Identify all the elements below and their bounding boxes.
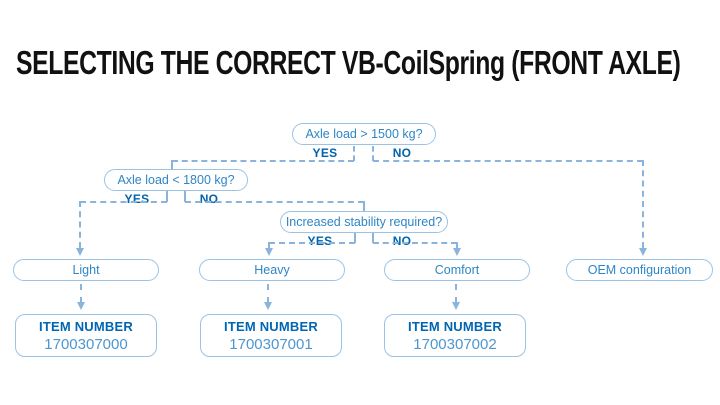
connector-d3-yes-stub xyxy=(354,233,356,243)
connector-d3-yes-horizontal xyxy=(269,242,355,244)
decision1-no-label: NO xyxy=(392,146,412,160)
item-number-label: ITEM NUMBER xyxy=(408,318,502,334)
connector-d2-no-horizontal xyxy=(185,201,364,203)
item-number-value: 1700307001 xyxy=(229,335,313,353)
connector-d2-yes-stub xyxy=(166,191,168,202)
result-light: Light xyxy=(13,259,159,281)
connector-heavy-to-item xyxy=(267,284,269,303)
result-comfort: Comfort xyxy=(384,259,530,281)
connector-d1-yes-stub xyxy=(353,146,355,161)
connector-light-to-item xyxy=(80,284,82,303)
connector-d3-to-heavy xyxy=(268,242,270,249)
connector-d1-no-horizontal xyxy=(373,160,643,162)
connector-comfort-to-item xyxy=(455,284,457,303)
connector-d3-no-stub xyxy=(372,233,374,243)
item-number-box-heavy: ITEM NUMBER 1700307001 xyxy=(200,314,342,357)
item-number-box-light: ITEM NUMBER 1700307000 xyxy=(15,314,157,357)
decision3-yes-label: YES xyxy=(307,234,333,248)
connector-d2-to-d3 xyxy=(363,201,365,211)
item-number-label: ITEM NUMBER xyxy=(224,318,318,334)
decision-axle-load-1500: Axle load > 1500 kg? xyxy=(292,123,436,145)
arrow-down-icon xyxy=(453,248,461,256)
item-number-label: ITEM NUMBER xyxy=(39,318,133,334)
arrow-down-icon xyxy=(265,248,273,256)
result-heavy: Heavy xyxy=(199,259,345,281)
item-number-value: 1700307002 xyxy=(413,335,497,353)
arrow-down-icon xyxy=(264,302,272,310)
item-number-value: 1700307000 xyxy=(44,335,128,353)
connector-d1-no-stub xyxy=(372,146,374,161)
connector-d2-to-light xyxy=(79,201,81,248)
connector-d2-yes-horizontal xyxy=(80,201,167,203)
decision2-yes-label: YES xyxy=(124,192,150,206)
connector-d2-no-stub xyxy=(184,191,186,202)
decision1-yes-label: YES xyxy=(312,146,338,160)
arrow-down-icon xyxy=(452,302,460,310)
decision-axle-load-1800: Axle load < 1800 kg? xyxy=(104,169,248,191)
arrow-down-icon xyxy=(76,248,84,256)
decision2-no-label: NO xyxy=(199,192,219,206)
connector-d3-no-horizontal xyxy=(373,242,457,244)
connector-d1-to-oem xyxy=(642,160,644,248)
arrow-down-icon xyxy=(77,302,85,310)
arrow-down-icon xyxy=(639,248,647,256)
result-oem-configuration: OEM configuration xyxy=(566,259,713,281)
connector-d1-to-d2 xyxy=(171,160,173,169)
connector-d3-to-comfort xyxy=(456,242,458,249)
page-title: SELECTING THE CORRECT VB-CoilSpring (FRO… xyxy=(16,44,681,81)
item-number-box-comfort: ITEM NUMBER 1700307002 xyxy=(384,314,526,357)
decision3-no-label: NO xyxy=(392,234,412,248)
decision-increased-stability: Increased stability required? xyxy=(280,211,448,233)
connector-d1-yes-horizontal xyxy=(172,160,354,162)
